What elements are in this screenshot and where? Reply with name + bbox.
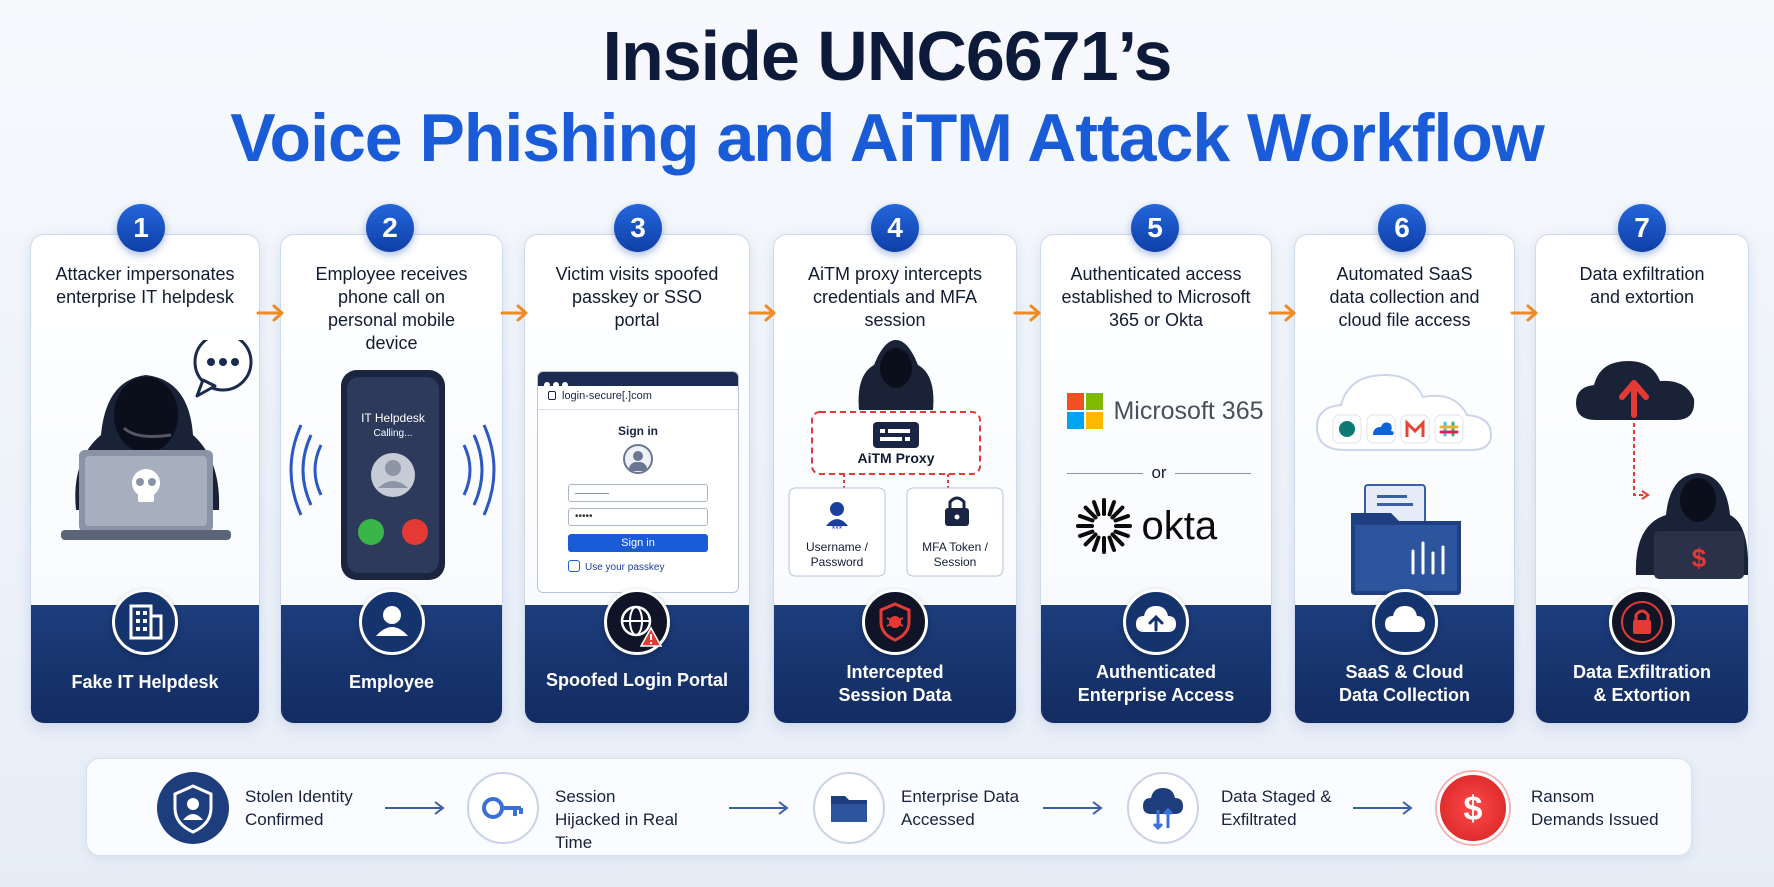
phone-caller-name: IT Helpdesk <box>361 411 425 425</box>
step-7-label: Data Exfiltration & Extortion <box>1572 662 1712 705</box>
step-1-card: Attacker impersonates enterprise IT help… <box>30 234 260 724</box>
arrow-right-icon <box>256 304 284 322</box>
step-6-caption: Automated SaaS data collection and cloud… <box>1329 264 1480 330</box>
step-2-card: Employee receives phone call on personal… <box>280 234 503 724</box>
step-4-card: AiTM proxy intercepts credentials and MF… <box>773 234 1017 724</box>
file-folder-icon <box>1351 484 1461 595</box>
mfa-token-box: MFA Token / Session <box>922 540 988 569</box>
step-7-card: Data exfiltration and extortion $ Data E… <box>1535 234 1749 724</box>
step-1-badge: 1 <box>117 204 165 252</box>
shield-user-icon <box>157 772 229 844</box>
key-icon <box>467 772 539 844</box>
sound-wave-icon <box>289 424 496 516</box>
step-6-badge: 6 <box>1378 204 1426 252</box>
spoofed-login-window: login-secure[.]com Sign in ••••• Sign in… <box>537 371 739 593</box>
outcome-4-label: Data Staged & Exfiltrated <box>1221 787 1332 829</box>
arrow-right-icon <box>1043 801 1103 815</box>
step-3-badge: 3 <box>614 204 662 252</box>
outcome-5-label: Ransom Demands Issued <box>1531 787 1659 829</box>
title-line-2: Voice Phishing and AiTM Attack Workflow <box>230 100 1545 176</box>
step-2-label: Employee <box>348 672 435 692</box>
step-3-label: Spoofed Login Portal <box>546 670 728 690</box>
okta-text: okta <box>1141 503 1218 548</box>
microsoft-365-text: Microsoft 365 <box>1113 396 1264 425</box>
aitm-proxy-label: AiTM Proxy <box>857 450 935 466</box>
step-6-card: Automated SaaS data collection and cloud… <box>1294 234 1515 724</box>
arrow-right-icon <box>385 801 445 815</box>
globe-warning-icon <box>604 589 670 655</box>
phone-call-illustration: IT Helpdesk Calling... <box>281 370 502 650</box>
outcome-flow-bar: Stolen Identity Confirmed Session Hijack… <box>86 758 1692 856</box>
dollar-icon: $ <box>1437 772 1509 844</box>
step-5-label: Authenticated Enterprise Access <box>1077 662 1235 705</box>
username-field[interactable] <box>568 484 708 502</box>
dollar-icon: $ <box>1692 543 1707 573</box>
avatar <box>623 444 653 474</box>
arrow-right-icon <box>500 304 528 322</box>
cloud-icon <box>1371 589 1438 655</box>
outcome-3-label: Enterprise Data Accessed <box>901 787 1020 829</box>
or-separator: or <box>1151 463 1167 482</box>
padlock-icon <box>548 391 556 400</box>
sign-in-heading: Sign in <box>618 424 658 438</box>
cloud-transfer-icon <box>1127 772 1199 844</box>
okta-logo: okta <box>1075 497 1217 559</box>
outcome-2-label: Session Hijacked in Real Time <box>555 787 678 852</box>
spoofed-url: login-secure[.]com <box>562 390 652 402</box>
arrow-right-icon <box>1353 801 1413 815</box>
microsoft-365-logo: Microsoft 365 <box>1067 393 1264 431</box>
passkey-icon <box>568 560 580 572</box>
step-3-card: Victim visits spoofed passkey or SSO por… <box>524 234 750 724</box>
exfiltration-illustration: $ <box>1536 345 1748 625</box>
arrow-right-icon <box>1013 304 1041 322</box>
step-5-badge: 5 <box>1131 204 1179 252</box>
password-field[interactable]: ••••• <box>568 508 708 526</box>
step-4-label: Intercepted Session Data <box>838 662 952 705</box>
cloud-upload-icon <box>1123 589 1189 655</box>
step-7-badge: 7 <box>1618 204 1666 252</box>
step-7-caption: Data exfiltration and extortion <box>1579 264 1705 307</box>
lock-icon <box>1609 589 1675 655</box>
step-4-caption: AiTM proxy intercepts credentials and MF… <box>807 264 983 330</box>
title-line-1: Inside UNC6671’s <box>602 17 1173 95</box>
step-2-caption: Employee receives phone call on personal… <box>315 264 468 353</box>
building-icon <box>112 589 178 655</box>
microsoft-icon <box>1067 393 1103 429</box>
svg-text:$: $ <box>1464 790 1483 828</box>
phone-call-status: Calling... <box>373 428 413 439</box>
shield-bug-icon <box>862 589 928 655</box>
sign-in-button[interactable]: Sign in <box>568 534 708 552</box>
step-5-card: Authenticated access established to Micr… <box>1040 234 1272 724</box>
slack-icon <box>1434 414 1464 444</box>
chat-bubble-icon <box>193 332 253 398</box>
arrow-right-icon <box>1510 304 1538 322</box>
okta-sunburst-icon <box>1076 498 1132 554</box>
step-4-badge: 4 <box>871 204 919 252</box>
step-5-caption: Authenticated access established to Micr… <box>1061 264 1251 330</box>
saas-cloud-illustration <box>1295 355 1514 635</box>
skull-icon <box>132 469 160 502</box>
step-2-badge: 2 <box>366 204 414 252</box>
arrow-right-icon <box>748 304 776 322</box>
step-6-label: SaaS & Cloud Data Collection <box>1338 662 1471 705</box>
arrow-right-icon <box>1268 304 1296 322</box>
step-1-label: Fake IT Helpdesk <box>71 672 219 692</box>
step-1-caption: Attacker impersonates enterprise IT help… <box>55 264 235 307</box>
server-icon <box>873 422 919 448</box>
aitm-proxy-illustration: *** AiTM Proxy Username / Password MFA T… <box>774 340 1016 620</box>
username-password-box: Username / Password <box>805 540 869 569</box>
folder-icon <box>813 772 885 844</box>
svg-text:***: *** <box>832 524 843 534</box>
lock-icon <box>945 496 969 526</box>
hacker-laptop-illustration <box>31 332 259 620</box>
user-icon <box>358 589 425 655</box>
passkey-link[interactable]: Use your passkey <box>585 562 665 573</box>
arrow-right-icon <box>729 801 789 815</box>
outcome-1-label: Stolen Identity Confirmed <box>245 787 353 829</box>
user-password-icon: *** <box>826 502 848 534</box>
step-3-caption: Victim visits spoofed passkey or SSO por… <box>555 264 719 330</box>
